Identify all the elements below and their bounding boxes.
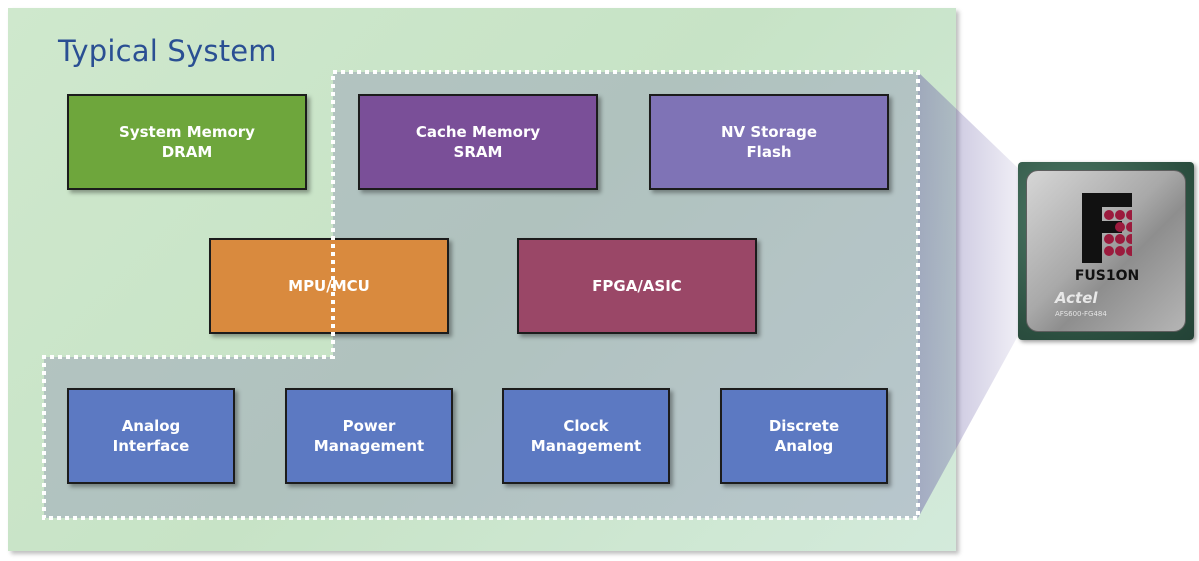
chip-brand-label: FUS1ON [1074,268,1140,284]
system-memory-block: System Memory DRAM [67,94,307,190]
diagram-title: Typical System [58,34,277,68]
fpga-asic-block: FPGA/ASIC [517,238,757,334]
nv-storage-block: NV Storage Flash [649,94,889,190]
block-label-line2: Management [313,437,425,455]
fusion-chip-image: FUS1ON Actel AFS600-FG484 [1018,162,1194,340]
chip-package: FUS1ON Actel AFS600-FG484 [1026,170,1186,332]
analog-interface-block: Analog Interface [67,388,235,484]
block-label-line2: Interface [112,437,190,455]
chip-part-number: AFS600-FG484 [1055,310,1107,318]
block-label-line1: Power [342,417,396,435]
block-label-line1: Discrete [768,417,840,435]
block-label-line2: DRAM [161,143,213,161]
block-label-line1: System Memory [119,123,255,141]
cache-memory-block: Cache Memory SRAM [358,94,598,190]
block-label-line1: Cache Memory [415,123,541,141]
clock-management-block: Clock Management [502,388,670,484]
power-management-block: Power Management [285,388,453,484]
block-label-line1: MPU/MCU [288,277,370,295]
block-label-line1: Clock [563,417,609,435]
block-label-line1: Analog [121,417,181,435]
block-label-line1: NV Storage [720,123,818,141]
block-label-line2: Flash [746,143,792,161]
mpu-mcu-block: MPU/MCU [209,238,449,334]
block-label-line2: SRAM [453,143,503,161]
block-label-line1: FPGA/ASIC [592,277,682,295]
block-label-line2: Management [530,437,642,455]
chip-vendor-label: Actel [1055,289,1098,307]
fusion-logo-icon [1082,193,1132,263]
discrete-analog-block: Discrete Analog [720,388,888,484]
block-label-line2: Analog [774,437,834,455]
